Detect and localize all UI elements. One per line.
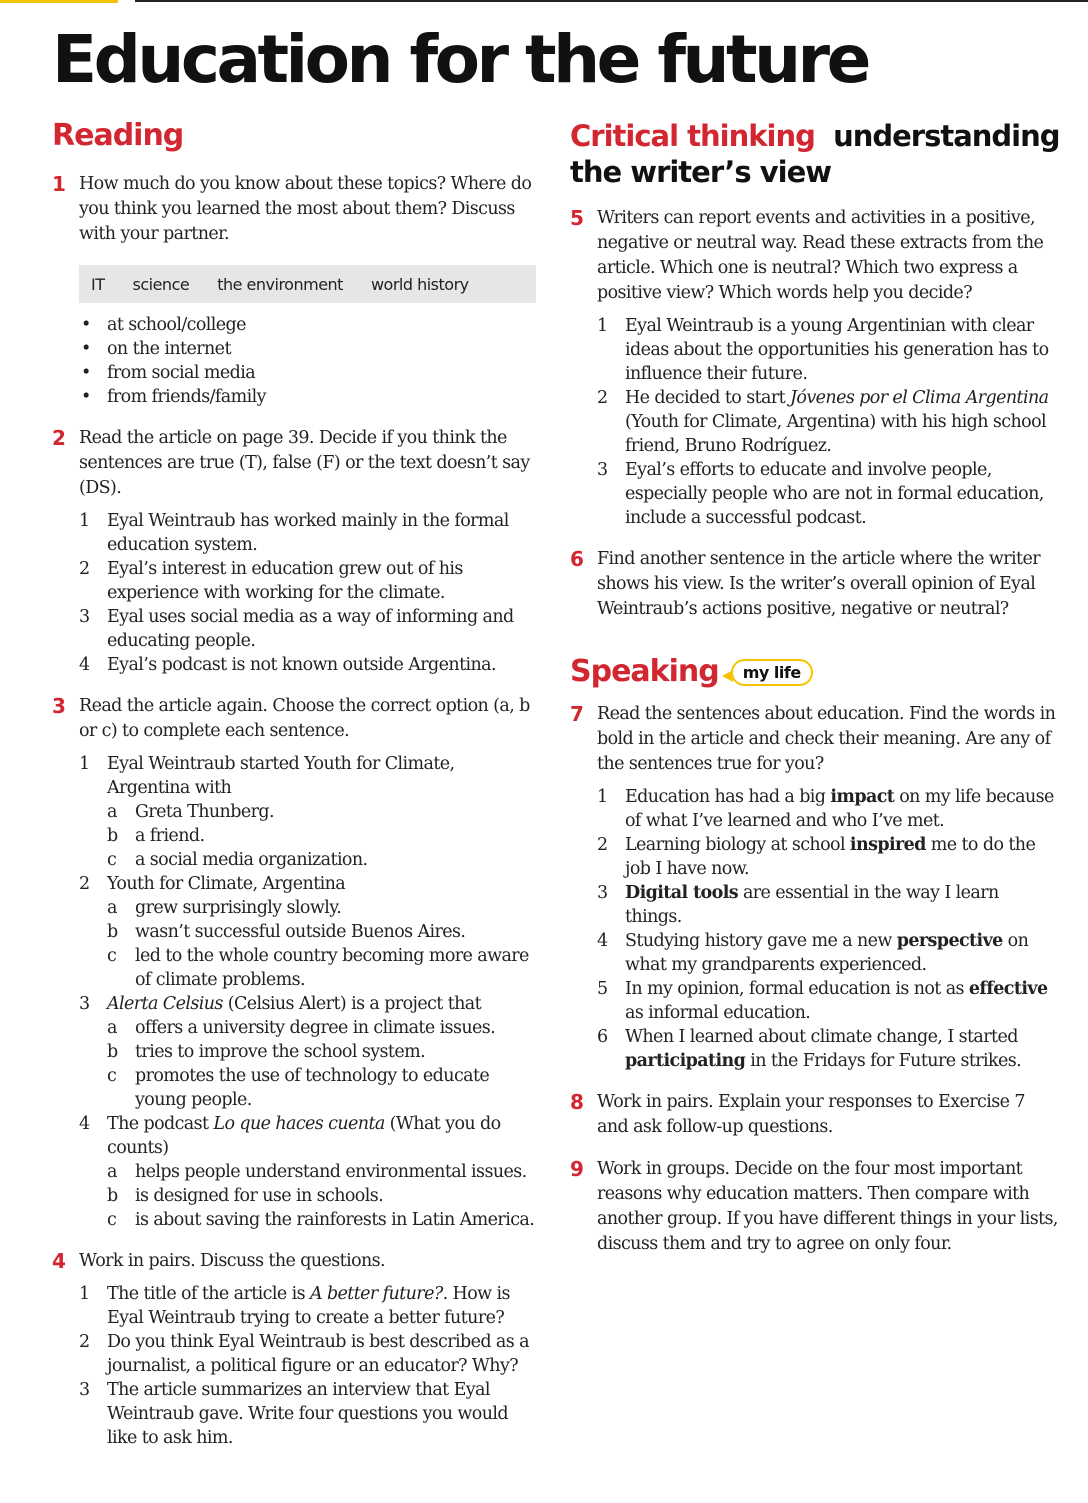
topic-word: world history (370, 275, 469, 294)
list-item: •from friends/family (81, 387, 266, 407)
right-column: Critical thinking understanding the writ… (570, 118, 1061, 1257)
speaking-heading: Speaking (570, 654, 720, 689)
exercise-instruction: Read the sentences about education. Find… (597, 704, 1056, 774)
exercise-number: 7 (570, 702, 584, 726)
exercise-1: 1 How much do you know about these topic… (52, 172, 538, 409)
left-column: Reading 1 How much do you know about the… (52, 118, 538, 1450)
exercise-3: 3 Read the article again. Choose the cor… (52, 694, 538, 1232)
exercise-instruction: Work in groups. Decide on the four most … (597, 1159, 1058, 1254)
exercise-instruction: Read the article on page 39. Decide if y… (79, 428, 530, 498)
exercise-2: 2 Read the article on page 39. Decide if… (52, 426, 538, 677)
topic-word: science (132, 275, 190, 294)
top-accent-bar (0, 0, 118, 3)
exercise-number: 5 (570, 206, 584, 230)
exercise-4: 4 Work in pairs. Discuss the questions. … (52, 1249, 538, 1450)
list-item: •on the internet (81, 339, 231, 359)
exercise-number: 3 (52, 694, 66, 718)
topic-word: IT (91, 275, 105, 294)
page-title: Education for the future (52, 21, 871, 98)
exercise-9: 9 Work in groups. Decide on the four mos… (570, 1157, 1060, 1257)
top-rule (135, 0, 1088, 2)
exercise-number: 9 (570, 1157, 584, 1181)
topic-word: the environment (217, 275, 343, 294)
list-item: •at school/college (81, 315, 247, 335)
list-item: •from social media (81, 363, 256, 383)
critical-thinking-heading: Critical thinking understanding the writ… (570, 119, 1061, 189)
exercise-8: 8 Work in pairs. Explain your responses … (570, 1090, 1060, 1140)
topic-word-box: IT science the environment world history (79, 265, 536, 303)
reading-heading: Reading (52, 118, 184, 153)
exercise-instruction: Work in pairs. Explain your responses to… (597, 1092, 1025, 1137)
exercise-number: 4 (52, 1249, 66, 1273)
speaking-heading-row: Speaking my life (570, 654, 1060, 690)
exercise-instruction: Writers can report events and activities… (597, 208, 1044, 303)
exercise-number: 1 (52, 172, 66, 196)
exercise-number: 2 (52, 426, 66, 450)
question-list: 1 Eyal Weintraub started Youth for Clima… (79, 752, 538, 1232)
exercise-6: 6 Find another sentence in the article w… (570, 547, 1060, 622)
my-life-badge: my life (721, 658, 813, 686)
exercise-5: 5 Writers can report events and activiti… (570, 206, 1060, 530)
list-item: 1 Eyal Weintraub started Youth for Clima… (79, 754, 455, 870)
list-item: 4 The podcast Lo que haces cuenta (What … (79, 1114, 535, 1230)
exercise-number: 6 (570, 547, 584, 571)
exercise-instruction: Read the article again. Choose the corre… (79, 696, 530, 741)
list-item: 3 Alerta Celsius (Celsius Alert) is a pr… (79, 994, 496, 1110)
exercise-7: 7 Read the sentences about education. Fi… (570, 702, 1060, 1073)
exercise-instruction: Work in pairs. Discuss the questions. (79, 1251, 386, 1271)
exercise-number: 8 (570, 1090, 584, 1114)
source-list: •at school/college •on the internet •fro… (79, 313, 538, 409)
exercise-instruction: How much do you know about these topics?… (79, 174, 532, 244)
exercise-instruction: Find another sentence in the article whe… (597, 549, 1041, 619)
